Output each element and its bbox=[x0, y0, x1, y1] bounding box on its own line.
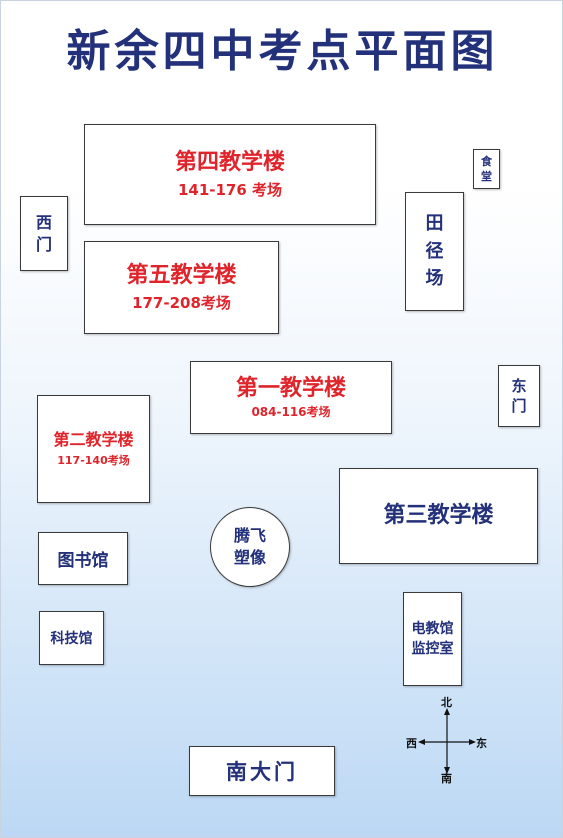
monitor-room-label-2: 监控室 bbox=[411, 641, 454, 657]
compass-arrows-icon bbox=[418, 708, 476, 774]
compass-south: 南 bbox=[441, 772, 452, 785]
building-3: 第三教学楼 bbox=[339, 468, 538, 564]
statue-label-1: 腾飞 bbox=[233, 526, 266, 546]
east-gate-label-2: 门 bbox=[511, 397, 527, 415]
compass-east: 东 bbox=[476, 737, 487, 750]
library-label: 图书馆 bbox=[57, 551, 109, 571]
track-field: 田 径 场 bbox=[405, 192, 464, 311]
monitor-room: 电教馆 监控室 bbox=[403, 592, 462, 686]
compass-west: 西 bbox=[406, 737, 417, 750]
building-5-rooms: 177-208考场 bbox=[132, 294, 231, 313]
building-5-name: 第五教学楼 bbox=[126, 262, 237, 288]
track-field-label-1: 田 bbox=[425, 212, 444, 234]
map-title: 新余四中考点平面图 bbox=[66, 26, 499, 77]
west-gate-label-1: 西 bbox=[35, 212, 52, 232]
monitor-room-label-1: 电教馆 bbox=[411, 620, 454, 637]
building-4-rooms: 141-176 考场 bbox=[177, 181, 283, 200]
statue: 腾飞 塑像 bbox=[210, 507, 290, 587]
canteen-label-1: 食 bbox=[481, 154, 492, 168]
track-field-label-2: 径 bbox=[425, 240, 444, 262]
building-4: 第四教学楼 141-176 考场 bbox=[84, 124, 376, 225]
compass: 北 南 西 东 bbox=[406, 696, 488, 785]
building-1-name: 第一教学楼 bbox=[235, 375, 346, 401]
library: 图书馆 bbox=[38, 532, 128, 585]
tech-hall-label: 科技馆 bbox=[50, 631, 93, 647]
south-gate-label: 南大门 bbox=[226, 760, 298, 784]
canteen-label-2: 堂 bbox=[481, 170, 492, 183]
track-field-label-3: 场 bbox=[425, 268, 444, 290]
building-4-name: 第四教学楼 bbox=[174, 149, 285, 175]
building-5: 第五教学楼 177-208考场 bbox=[84, 241, 279, 334]
canteen: 食 堂 bbox=[473, 149, 500, 189]
statue-label-2: 塑像 bbox=[233, 548, 266, 567]
building-2-rooms: 117-140考场 bbox=[57, 453, 130, 467]
building-2-name: 第二教学楼 bbox=[53, 430, 134, 450]
building-1-rooms: 084-116考场 bbox=[251, 404, 331, 419]
tech-hall: 科技馆 bbox=[39, 611, 104, 665]
building-3-name: 第三教学楼 bbox=[383, 503, 494, 529]
compass-north: 北 bbox=[441, 696, 452, 709]
building-1: 第一教学楼 084-116考场 bbox=[190, 361, 392, 434]
west-gate: 西 门 bbox=[20, 196, 68, 271]
west-gate-label-2: 门 bbox=[35, 234, 52, 254]
building-2: 第二教学楼 117-140考场 bbox=[37, 395, 150, 503]
east-gate: 东 门 bbox=[498, 365, 540, 427]
south-gate: 南大门 bbox=[189, 746, 335, 796]
east-gate-label-1: 东 bbox=[511, 376, 527, 395]
